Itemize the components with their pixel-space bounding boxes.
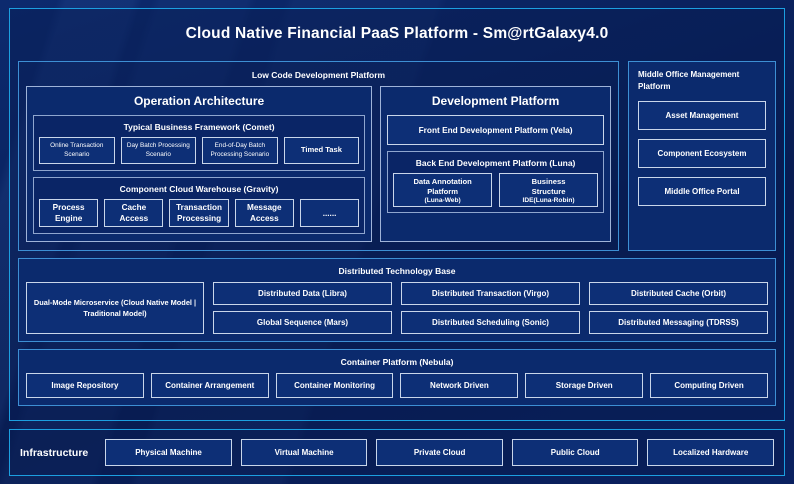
back-end-item-data-annotation-platform[interactable]: Data Annotation Platform (Luna-Web) xyxy=(393,173,493,207)
dtb-item-distributed-scheduling[interactable]: Distributed Scheduling (Sonic) xyxy=(401,311,580,335)
dtb-item-global-sequence[interactable]: Global Sequence (Mars) xyxy=(213,311,392,335)
comet-title: Typical Business Framework (Comet) xyxy=(123,122,275,132)
gravity-title: Component Cloud Warehouse (Gravity) xyxy=(119,184,279,194)
container-item-container-arrangement[interactable]: Container Arrangement xyxy=(150,373,269,399)
comet-item-timed-task[interactable]: Timed Task xyxy=(283,137,360,164)
gravity-item-ellipsis[interactable]: ...... xyxy=(299,199,360,228)
dtb-column-1: Distributed Data (Libra) Global Sequence… xyxy=(213,282,392,335)
back-end-development-platform-panel: Back End Development Platform (Luna) Dat… xyxy=(387,151,604,213)
business-structure-line1: Business xyxy=(531,177,566,186)
dtb-item-dual-mode-microservice[interactable]: Dual-Mode Microservice (Cloud Native Mod… xyxy=(26,282,204,335)
dtb-column-3: Distributed Cache (Orbit) Distributed Me… xyxy=(589,282,768,335)
gravity-item-process-engine[interactable]: Process Engine xyxy=(39,199,99,228)
middle-office-item-asset-management[interactable]: Asset Management xyxy=(638,101,766,131)
front-end-development-platform[interactable]: Front End Development Platform (Vela) xyxy=(387,115,604,145)
distributed-technology-base-title: Distributed Technology Base xyxy=(338,266,456,277)
operation-architecture-panel: Operation Architecture Typical Business … xyxy=(26,86,373,243)
gravity-item-transaction-processing[interactable]: Transaction Processing xyxy=(169,199,229,228)
middle-office-item-middle-office-portal[interactable]: Middle Office Portal xyxy=(638,177,766,207)
container-platform-panel: Container Platform (Nebula) Image Reposi… xyxy=(18,349,776,407)
top-row: Low Code Development Platform Operation … xyxy=(18,61,776,252)
operation-architecture-title: Operation Architecture xyxy=(133,94,265,108)
dtb-item-distributed-transaction[interactable]: Distributed Transaction (Virgo) xyxy=(401,282,580,306)
container-item-computing-driven[interactable]: Computing Driven xyxy=(650,373,768,399)
development-platform-panel: Development Platform Front End Developme… xyxy=(380,86,611,243)
middle-office-item-component-ecosystem[interactable]: Component Ecosystem xyxy=(638,139,766,169)
dtb-item-distributed-data[interactable]: Distributed Data (Libra) xyxy=(213,282,392,306)
distributed-technology-base-panel: Distributed Technology Base Dual-Mode Mi… xyxy=(18,258,776,343)
infrastructure-item-private-cloud[interactable]: Private Cloud xyxy=(376,439,503,466)
infrastructure-panel: Infrastructure Physical Machine Virtual … xyxy=(9,429,785,476)
back-end-title: Back End Development Platform (Luna) xyxy=(415,158,576,168)
business-structure-line2: Structure xyxy=(531,186,566,196)
container-item-storage-driven[interactable]: Storage Driven xyxy=(525,373,644,399)
container-item-network-driven[interactable]: Network Driven xyxy=(400,373,519,399)
infrastructure-item-public-cloud[interactable]: Public Cloud xyxy=(511,439,639,466)
infrastructure-item-physical-machine[interactable]: Physical Machine xyxy=(105,439,232,466)
business-structure-line3: IDE(Luna-Robin) xyxy=(522,196,575,204)
page-title: Cloud Native Financial PaaS Platform - S… xyxy=(185,25,609,42)
comet-item-online-transaction[interactable]: Online Transaction Scenario xyxy=(39,137,115,164)
data-annotation-line2: Platform xyxy=(427,186,459,196)
main-platform-panel: Cloud Native Financial PaaS Platform - S… xyxy=(9,8,785,421)
low-code-title: Low Code Development Platform xyxy=(251,70,386,80)
comet-item-end-of-day-batch[interactable]: End-of-Day Batch Processing Scenario xyxy=(202,137,278,164)
data-annotation-line1: Data Annotation xyxy=(413,177,472,186)
middle-office-title: Middle Office Management Platform xyxy=(638,70,740,91)
low-code-development-platform: Low Code Development Platform Operation … xyxy=(18,61,619,252)
comet-framework-panel: Typical Business Framework (Comet) Onlin… xyxy=(33,115,366,171)
data-annotation-line3: (Luna-Web) xyxy=(424,196,461,204)
gravity-item-cache-access[interactable]: Cache Access xyxy=(104,199,164,228)
infrastructure-item-localized-hardware[interactable]: Localized Hardware xyxy=(647,439,774,466)
gravity-item-message-access[interactable]: Message Access xyxy=(234,199,294,228)
middle-office-management-platform: Middle Office Management Platform Asset … xyxy=(628,61,776,252)
dtb-column-2: Distributed Transaction (Virgo) Distribu… xyxy=(401,282,580,335)
container-platform-title: Container Platform (Nebula) xyxy=(340,357,454,368)
gravity-warehouse-panel: Component Cloud Warehouse (Gravity) Proc… xyxy=(33,177,366,235)
back-end-item-business-structure-ide[interactable]: Business Structure IDE(Luna-Robin) xyxy=(499,173,598,207)
development-platform-title: Development Platform xyxy=(431,94,560,108)
container-item-container-monitoring[interactable]: Container Monitoring xyxy=(275,373,394,399)
infrastructure-label: Infrastructure xyxy=(20,446,89,459)
infrastructure-item-virtual-machine[interactable]: Virtual Machine xyxy=(240,439,368,466)
dtb-item-distributed-messaging[interactable]: Distributed Messaging (TDRSS) xyxy=(589,311,768,335)
container-item-image-repository[interactable]: Image Repository xyxy=(26,373,144,399)
dtb-item-distributed-cache[interactable]: Distributed Cache (Orbit) xyxy=(589,282,768,306)
comet-item-day-batch[interactable]: Day Batch Processing Scenario xyxy=(120,137,197,164)
